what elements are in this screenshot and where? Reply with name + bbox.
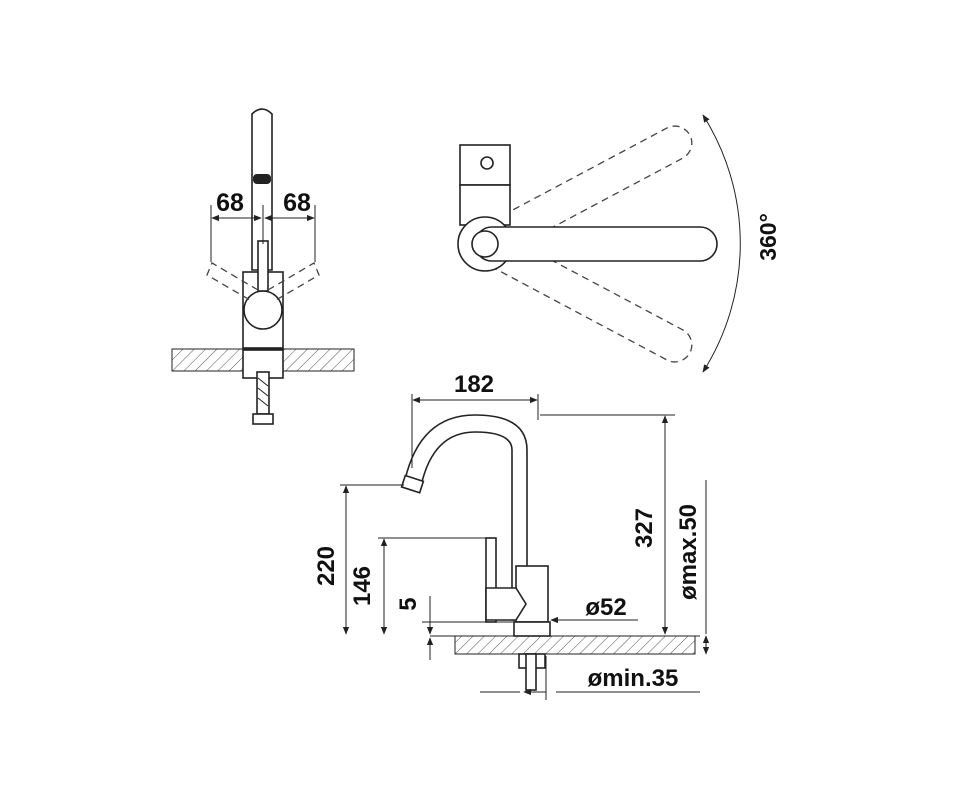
side-lever-hub: [485, 587, 527, 621]
side-under-hose: [525, 653, 537, 691]
side-dim-base-text: 5: [395, 597, 422, 610]
side-dim-lever-text: 146: [349, 566, 376, 606]
front-lever-hub: [243, 290, 283, 330]
front-hose-detail-2: [257, 387, 269, 397]
front-hose-detail-1: [257, 377, 269, 387]
top-spout-hub: [471, 230, 499, 258]
top-spout-ghost-lower: [482, 234, 693, 363]
side-dim-outlet-text: 220: [313, 546, 340, 586]
top-spout-ghost-upper: [482, 125, 693, 254]
side-view: 182 327 ømax.50 220 146 5 ø52 ømin.35: [313, 371, 710, 700]
top-rotation-text: 360°: [755, 213, 781, 261]
top-spout: [474, 226, 718, 262]
side-dim-hole-text: ømin.35: [588, 665, 679, 692]
top-view: 360°: [457, 114, 781, 373]
front-outlet: [253, 174, 271, 184]
front-dim-left-text: 68: [216, 189, 244, 217]
front-spout: [251, 108, 273, 271]
front-lever-swing-right: [267, 262, 320, 301]
front-lever-swing-left: [206, 262, 259, 301]
side-outlet: [400, 474, 425, 494]
side-base: [513, 621, 551, 637]
front-hose-detail-3: [257, 397, 269, 407]
front-lever: [257, 240, 269, 292]
side-dim-reach-text: 182: [454, 371, 494, 398]
side-dim-worktop-text: ømax.50: [675, 504, 702, 600]
side-worktop: [454, 635, 696, 655]
top-lever-dot: [480, 156, 494, 170]
side-dim-height-text: 327: [631, 508, 658, 548]
top-rotation-arc: [702, 114, 741, 373]
side-dim-diameter-text: ø52: [585, 594, 626, 621]
front-view: 68 68: [171, 108, 355, 425]
front-dim-right-text: 68: [283, 189, 311, 217]
front-hose-nut: [252, 413, 274, 425]
